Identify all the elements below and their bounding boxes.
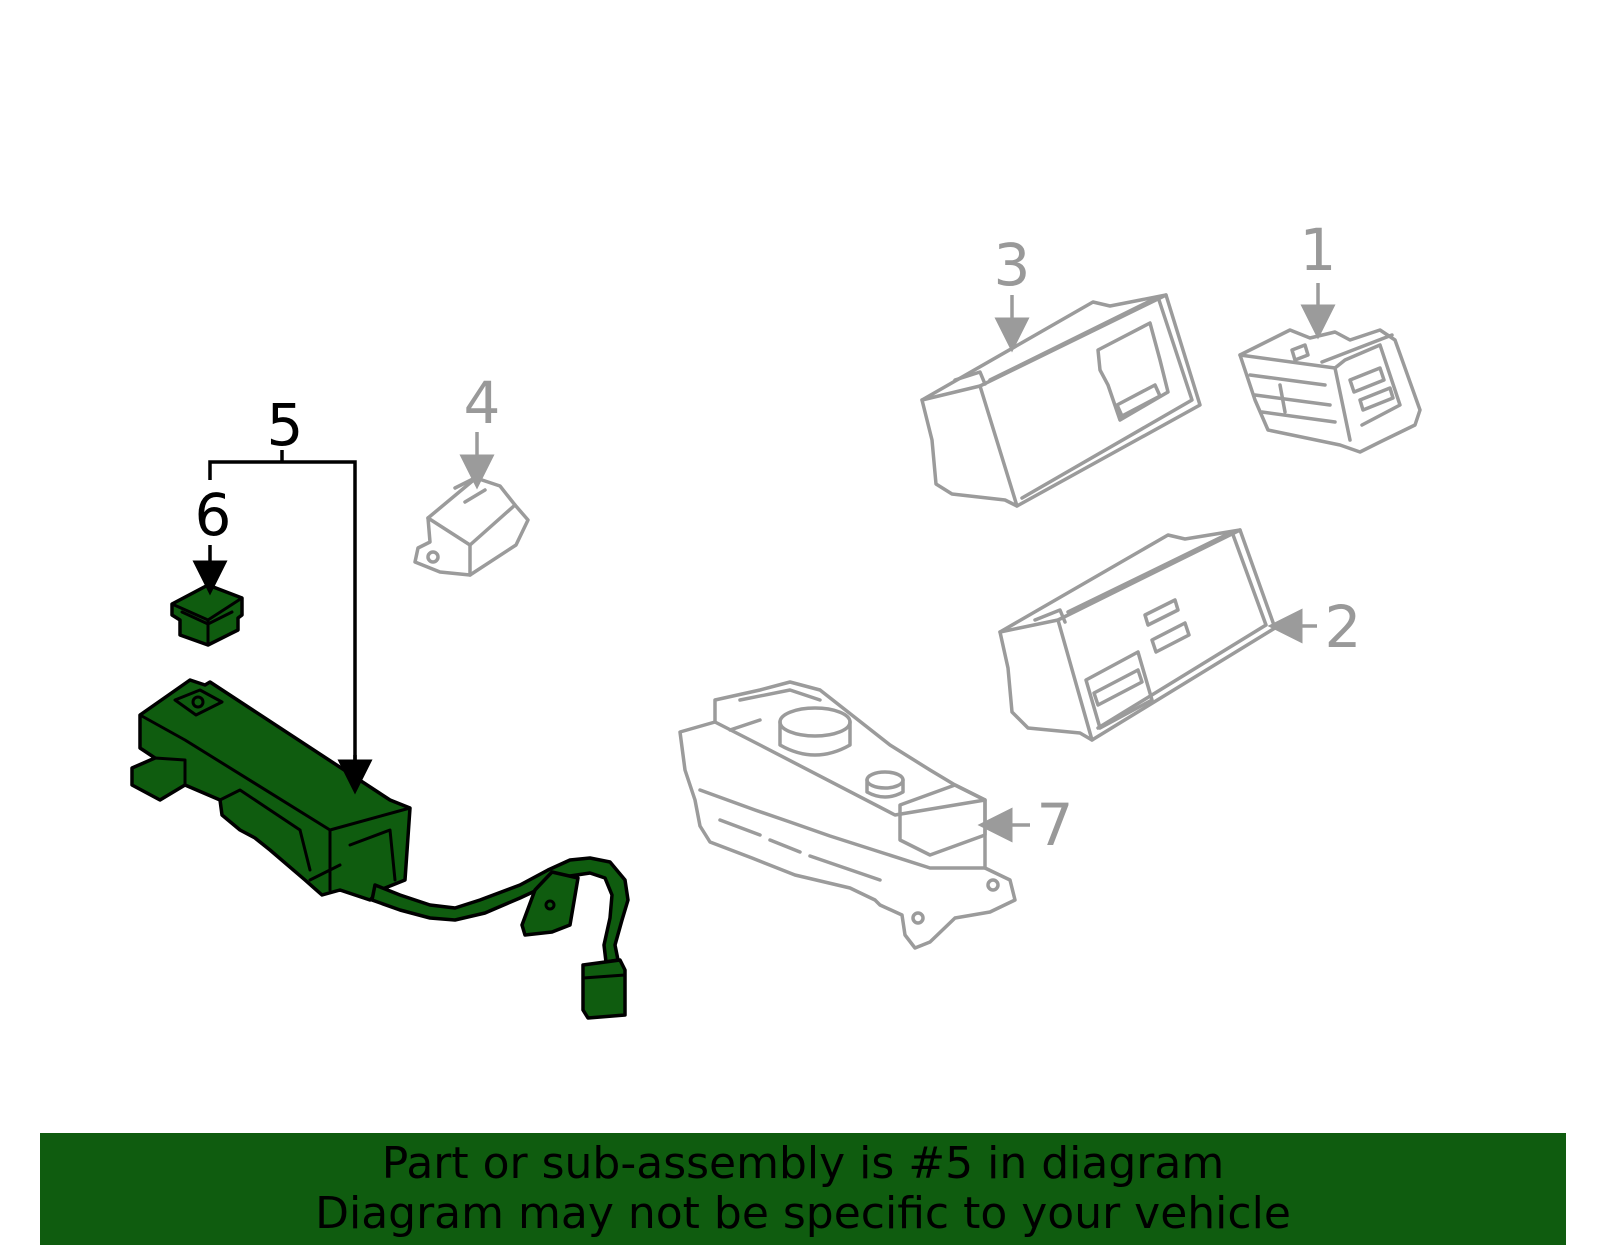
part-4-sensor[interactable] xyxy=(413,476,530,577)
callout-5: 5 xyxy=(267,391,304,459)
callout-3: 3 xyxy=(994,231,1031,299)
callout-6: 6 xyxy=(195,481,232,549)
part-2-switch-housing[interactable] xyxy=(998,528,1277,742)
info-banner: Part or sub-assembly is #5 in diagram Di… xyxy=(40,1133,1566,1245)
callout-1: 1 xyxy=(1300,216,1337,284)
banner-line-2: Diagram may not be specific to your vehi… xyxy=(315,1188,1291,1239)
callout-7: 7 xyxy=(1037,791,1074,859)
banner-line-1: Part or sub-assembly is #5 in diagram xyxy=(381,1138,1225,1189)
callout-4: 4 xyxy=(464,369,501,437)
part-5-module-harness[interactable] xyxy=(130,678,630,1020)
part-6-cap[interactable] xyxy=(170,583,244,647)
part-3-switch-housing[interactable] xyxy=(920,293,1202,508)
callout-2: 2 xyxy=(1325,593,1362,661)
part-1-connector[interactable] xyxy=(1238,328,1422,454)
part-7-control-console[interactable] xyxy=(678,680,1017,950)
